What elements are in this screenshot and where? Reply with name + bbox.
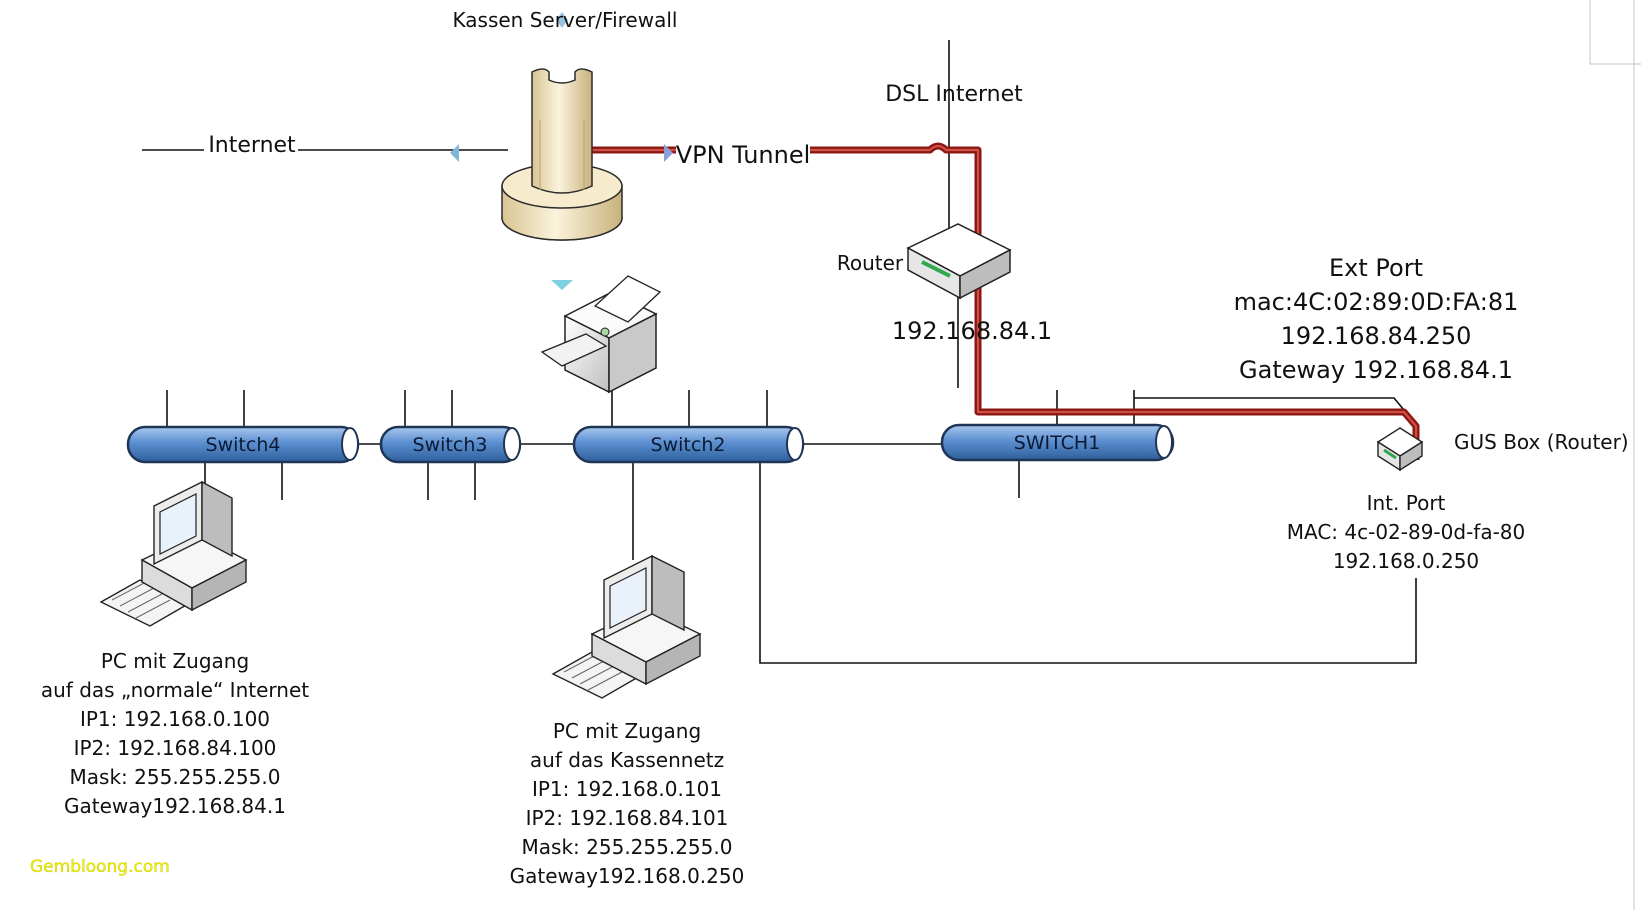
pc2-line3: IP1: 192.168.0.101 [532, 777, 722, 801]
gus-box-label: GUS Box (Router) [1454, 430, 1629, 454]
switch1-label: SWITCH1 [1014, 432, 1101, 454]
int-port-info: Int. Port MAC: 4c-02-89-0d-fa-80 192.168… [1287, 491, 1526, 573]
pc2-info: PC mit Zugang auf das Kassennetz IP1: 19… [510, 719, 745, 888]
pc1-line2: auf das „normale“ Internet [41, 678, 309, 702]
watermark: Gembloong.com [30, 857, 170, 877]
pc1-line4: IP2: 192.168.84.100 [74, 736, 277, 760]
firewall-label: Kassen Server/Firewall [453, 8, 678, 32]
pc2-line1: PC mit Zugang [553, 719, 701, 743]
int-port-ip: 192.168.0.250 [1333, 549, 1479, 573]
switch2-label: Switch2 [651, 434, 726, 456]
ext-port-title: Ext Port [1329, 254, 1423, 282]
switch1: SWITCH1 [940, 423, 1175, 462]
pc1-line1: PC mit Zugang [101, 649, 249, 673]
pc1-computer-icon [99, 480, 248, 627]
gus-box-router-icon [1376, 427, 1424, 472]
pc2-line2: auf das Kassennetz [530, 748, 724, 772]
pc2-line4: IP2: 192.168.84.101 [526, 806, 729, 830]
vpn-tunnel-line [592, 142, 1420, 460]
ext-port-mac: mac:4C:02:89:0D:FA:81 [1234, 288, 1519, 316]
int-port-mac: MAC: 4c-02-89-0d-fa-80 [1287, 520, 1526, 544]
router-label: Router [837, 251, 904, 275]
vpn-tunnel-label: VPN Tunnel [676, 141, 811, 169]
page-corner-mark [1589, 0, 1641, 910]
pc1-line5: Mask: 255.255.255.0 [70, 765, 281, 789]
internet-label: Internet [208, 133, 296, 158]
ext-port-info: Ext Port mac:4C:02:89:0D:FA:81 192.168.8… [1234, 254, 1519, 384]
ext-port-gateway: Gateway 192.168.84.1 [1239, 356, 1513, 384]
pc2-line5: Mask: 255.255.255.0 [522, 835, 733, 859]
switch3: Switch3 [379, 425, 522, 464]
ext-port-ip: 192.168.84.250 [1281, 322, 1472, 350]
dsl-internet-label: DSL Internet [885, 82, 1023, 107]
switch4: Switch4 [126, 425, 360, 464]
switch2: Switch2 [572, 425, 805, 464]
firewall-icon [501, 68, 623, 241]
pc1-line6: Gateway192.168.84.1 [64, 794, 286, 818]
router-icon [906, 223, 1012, 300]
switch4-label: Switch4 [206, 434, 281, 456]
router-ip: 192.168.84.1 [892, 317, 1052, 345]
pc1-line3: IP1: 192.168.0.100 [80, 707, 270, 731]
connection-markers [450, 12, 673, 290]
pc2-computer-icon [551, 554, 702, 699]
pc2-line6: Gateway192.168.0.250 [510, 864, 745, 888]
int-port-title: Int. Port [1367, 491, 1446, 515]
switch3-label: Switch3 [413, 434, 488, 456]
printer-icon [540, 275, 662, 394]
connection-lines [142, 40, 1417, 664]
pc1-info: PC mit Zugang auf das „normale“ Internet… [41, 649, 309, 818]
